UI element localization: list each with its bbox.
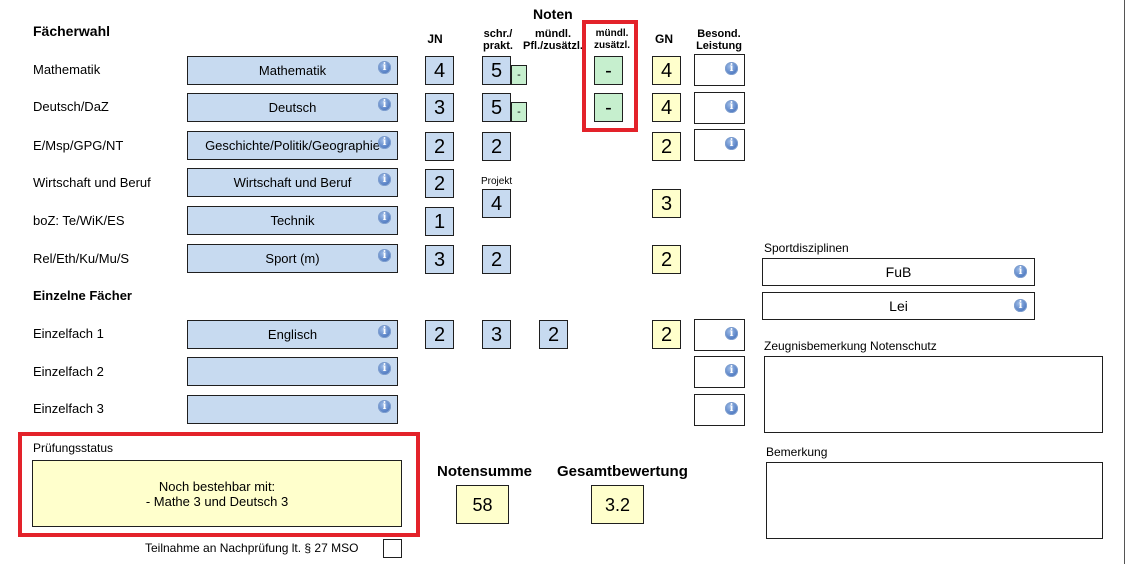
row-label-rel: Rel/Eth/Ku/Mu/S <box>33 251 130 266</box>
schr-prakt-header: schr./prakt. <box>483 28 513 52</box>
besond-leistung-einzelfach-1[interactable]: i <box>694 319 745 351</box>
muendl-zus-mathematik[interactable]: - <box>594 56 623 85</box>
nachpruefung-label: Teilnahme an Nachprüfung lt. § 27 MSO <box>145 541 359 555</box>
zeugnisbemerkung-label: Zeugnisbemerkung Notenschutz <box>764 339 937 353</box>
besond-leistung-mathematik[interactable]: i <box>694 54 745 86</box>
jn-grade-gpg[interactable]: 2 <box>425 132 454 161</box>
info-icon[interactable]: i <box>378 98 391 111</box>
highlight-pruefungsstatus <box>18 432 420 537</box>
gn-grade-einzelfach-1: 2 <box>652 320 681 349</box>
pruefungsstatus-line-2: - Mathe 3 und Deutsch 3 <box>145 494 289 509</box>
zeugnisbemerkung-input[interactable] <box>764 356 1103 433</box>
jn-grade-mathematik[interactable]: 4 <box>425 56 454 85</box>
jn-grade-technik[interactable]: 1 <box>425 207 454 236</box>
info-icon[interactable]: i <box>378 173 391 186</box>
schr-grade-sport[interactable]: 2 <box>482 245 511 274</box>
bemerkung-input[interactable] <box>766 462 1103 539</box>
notensumme-label: Notensumme <box>437 463 533 480</box>
gesamtbewertung-label: Gesamtbewertung <box>557 463 688 480</box>
muendl-pfl-header: mündl.Pfl./zusätzl. <box>523 28 583 52</box>
gn-header: GN <box>655 32 673 46</box>
info-icon[interactable]: i <box>378 362 391 375</box>
gn-grade-deutsch: 4 <box>652 93 681 122</box>
besond-leistung-einzelfach-2[interactable]: i <box>694 356 745 388</box>
info-icon[interactable]: i <box>725 137 738 150</box>
info-icon[interactable]: i <box>378 400 391 413</box>
schr-grade-gpg[interactable]: 2 <box>482 132 511 161</box>
info-icon[interactable]: i <box>378 211 391 224</box>
muendl-pfl-deutsch[interactable]: - <box>511 102 527 122</box>
projekt-grade[interactable]: 4 <box>482 189 511 218</box>
muendl-zus-header: mündl.zusätzl. <box>593 28 631 51</box>
gn-grade-wirtschaft: 3 <box>652 189 681 218</box>
right-border <box>1124 0 1125 564</box>
besond-leistung-gpg[interactable]: i <box>694 129 745 161</box>
row-label-deutsch: Deutsch/DaZ <box>33 99 109 114</box>
gn-grade-sport: 2 <box>652 245 681 274</box>
gesamtbewertung-value: 3.2 <box>591 485 644 524</box>
info-icon[interactable]: i <box>378 325 391 338</box>
nachpruefung-checkbox[interactable] <box>383 539 402 558</box>
info-icon[interactable]: i <box>378 249 391 262</box>
row-label-mathematik: Mathematik <box>33 62 101 77</box>
pruefungsstatus-box: Noch bestehbar mit: - Mathe 3 und Deutsc… <box>32 460 402 527</box>
notensumme-value: 58 <box>456 485 509 524</box>
pruefungsstatus-label: Prüfungsstatus <box>33 441 114 455</box>
muendl-zus-deutsch[interactable]: - <box>594 93 623 122</box>
info-icon[interactable]: i <box>725 402 738 415</box>
besond-leistung-deutsch[interactable]: i <box>694 92 745 124</box>
schr-grade-mathematik[interactable]: 5 <box>482 56 511 85</box>
besond-leistung-einzelfach-3[interactable]: i <box>694 394 745 426</box>
schr-grade-einzelfach-1[interactable]: 3 <box>482 320 511 349</box>
row-label-einzelfach-3: Einzelfach 3 <box>33 401 104 416</box>
row-label-einzelfach-2: Einzelfach 2 <box>33 364 104 379</box>
info-icon[interactable]: i <box>1014 299 1027 312</box>
noten-heading: Noten <box>533 6 573 22</box>
jn-grade-sport[interactable]: 3 <box>425 245 454 274</box>
subject-field-einzelfach-3[interactable]: i <box>187 395 398 424</box>
row-label-gpg: E/Msp/GPG/NT <box>33 138 124 153</box>
row-label-boz: boZ: Te/WiK/ES <box>33 213 125 228</box>
bemerkung-label: Bemerkung <box>766 445 828 459</box>
jn-grade-einzelfach-1[interactable]: 2 <box>425 320 454 349</box>
info-icon[interactable]: i <box>378 136 391 149</box>
info-icon[interactable]: i <box>725 327 738 340</box>
jn-grade-deutsch[interactable]: 3 <box>425 93 454 122</box>
faecherwahl-heading: Fächerwahl <box>33 23 111 39</box>
row-label-wirtschaft: Wirtschaft und Beruf <box>33 175 151 190</box>
row-label-einzelfach-1: Einzelfach 1 <box>33 326 104 341</box>
jn-grade-wirtschaft[interactable]: 2 <box>425 169 454 198</box>
subject-field-sport[interactable]: Sport (m)i <box>187 244 398 273</box>
info-icon[interactable]: i <box>378 61 391 74</box>
info-icon[interactable]: i <box>725 364 738 377</box>
info-icon[interactable]: i <box>1014 265 1027 278</box>
schr-grade-deutsch[interactable]: 5 <box>482 93 511 122</box>
projekt-label: Projekt <box>481 176 513 187</box>
highlight-muendl-zusaetzl <box>582 20 638 132</box>
subject-field-einzelfach-2[interactable]: i <box>187 357 398 386</box>
gn-grade-gpg: 2 <box>652 132 681 161</box>
besond-header: Besond.Leistung <box>696 28 742 52</box>
pruefungsstatus-line-1: Noch bestehbar mit: <box>158 479 276 494</box>
info-icon[interactable]: i <box>725 62 738 75</box>
sportdisziplinen-label: Sportdisziplinen <box>764 241 849 255</box>
muendl-pfl-mathematik[interactable]: - <box>511 65 527 85</box>
muendl-pfl-einzelfach-1[interactable]: 2 <box>539 320 568 349</box>
info-icon[interactable]: i <box>725 100 738 113</box>
gn-grade-mathematik: 4 <box>652 56 681 85</box>
jn-header: JN <box>427 32 443 46</box>
einzelne-faecher-heading: Einzelne Fächer <box>33 288 132 303</box>
